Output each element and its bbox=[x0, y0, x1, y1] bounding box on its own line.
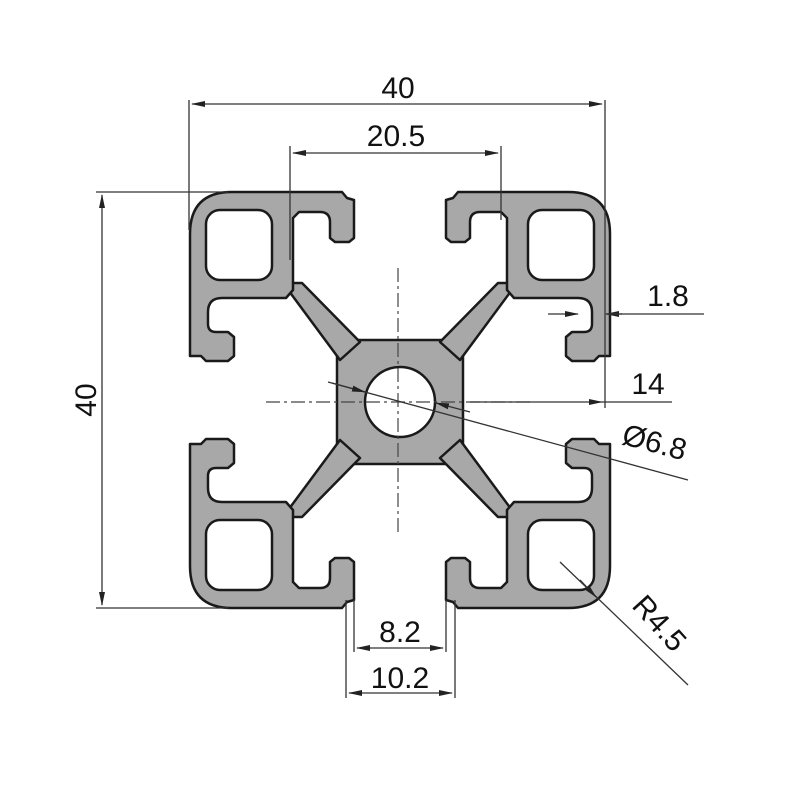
dim-wall-thickness: 1.8 bbox=[647, 280, 689, 313]
dim-overall-height: 40 bbox=[70, 383, 103, 416]
dim-slot-spacing: 20.5 bbox=[367, 120, 425, 153]
dim-center-bore: Ø6.8 bbox=[619, 418, 690, 467]
dim-slot-outer: 10.2 bbox=[371, 662, 429, 695]
dim-slot-inner: 8.2 bbox=[379, 616, 421, 649]
dimension-lines bbox=[96, 100, 704, 698]
dim-half-width: 14 bbox=[631, 368, 664, 401]
dim-corner-radius: R4.5 bbox=[626, 589, 693, 658]
profile-hollows bbox=[204, 208, 596, 592]
dim-overall-width: 40 bbox=[381, 72, 414, 105]
